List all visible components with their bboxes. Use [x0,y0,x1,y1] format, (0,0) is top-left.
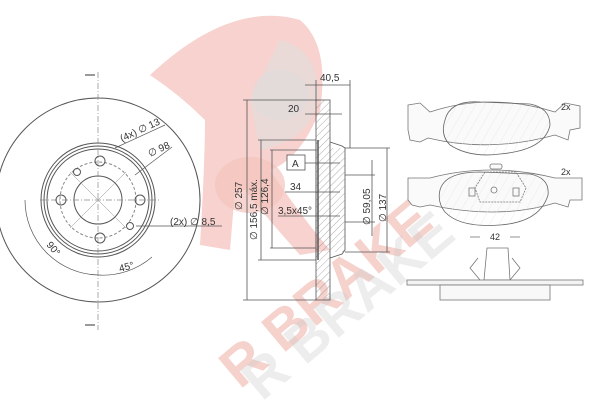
outer-diameter-dim: ∅ 257 [234,181,245,210]
pad-bottom-qty: 2x [561,167,571,177]
pad-clip-side-view [406,236,584,301]
angle-45-label: 45° [118,260,135,275]
pad-top-qty: 2x [561,102,571,112]
angle-90-label: 90° [44,240,62,259]
datum-label: A [292,159,299,170]
hub-depth-dim: 34 [290,182,302,193]
hub-diameter-dim: ∅ 137 [378,193,389,222]
section-view-labels: 40,5 20 ∅ 257 ∅ 156,5 máx. ∅ 126,4 A 34 … [234,73,389,240]
min-diameter-dim: ∅ 156,5 máx. [249,179,260,240]
bolt-holes-label: (4x) ∅ 13 [119,117,163,145]
clip-width-dim: 42 [490,232,500,242]
total-height-dim: 40,5 [320,73,340,84]
disc-front-view [0,72,222,330]
center-bore-dim: ∅ 59,05 [362,188,373,225]
small-holes-label: (2x) ∅ 8,5 [170,217,216,228]
brake-pad-bottom [407,163,583,226]
inner-diameter-dim: ∅ 126,4 [260,178,271,215]
disc-thickness-dim: 20 [288,104,300,115]
brake-pad-top [407,101,581,156]
chamfer-dim: 3,5x45° [278,206,312,217]
watermark-shadow: R BRAKE [229,199,465,400]
disc-section-view [243,80,390,301]
front-view-labels: (4x) ∅ 13 ∅ 98 (2x) ∅ 8,5 90° 45° [44,117,216,275]
